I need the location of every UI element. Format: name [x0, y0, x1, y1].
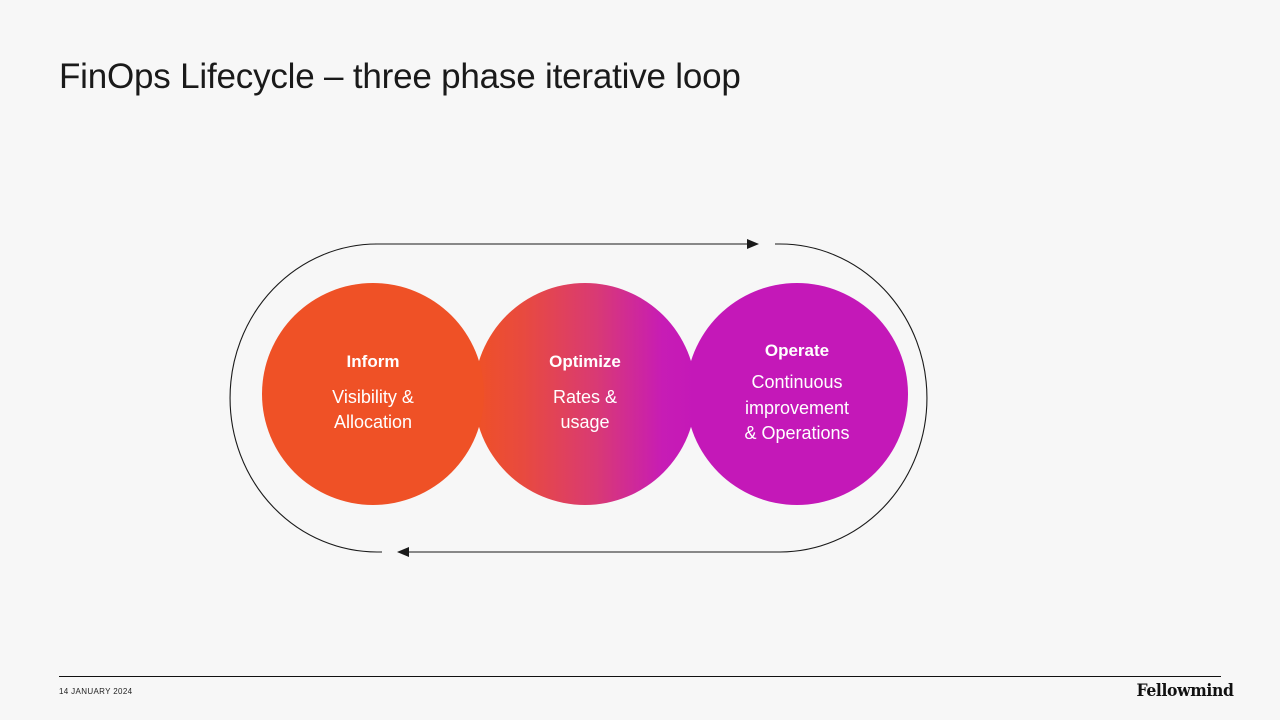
- phase-description-optimize: Rates & usage: [552, 386, 618, 433]
- phase-heading-operate: Operate: [764, 340, 830, 360]
- phase-heading-optimize: Optimize: [549, 352, 621, 372]
- cycle-loop-graphic: [229, 239, 928, 557]
- phase-circle-operate[interactable]: Operate Continuous improvement & Operati…: [686, 283, 908, 505]
- phase-circle-inform[interactable]: Inform Visibility & Allocation: [262, 283, 484, 505]
- page-title: FinOps Lifecycle – three phase iterative…: [59, 57, 741, 96]
- phase-circles: Operate Continuous improvement & Operati…: [200, 215, 960, 585]
- phase-description-inform: Visibility & Allocation: [332, 386, 414, 433]
- phase-description-operate: Continuous improvement & Operations: [744, 372, 850, 444]
- loop-bottom-arrow: [396, 243, 928, 557]
- finops-lifecycle-diagram: Operate Continuous improvement & Operati…: [200, 215, 960, 585]
- loop-left-cap: [229, 243, 382, 553]
- footer-divider: [59, 676, 1221, 677]
- footer-date: 14 JANUARY 2024: [59, 687, 133, 696]
- phase-heading-inform: Inform: [346, 352, 400, 372]
- brand-logo: Fellowmind: [1136, 681, 1234, 701]
- phase-circle-optimize[interactable]: Optimize Rates & usage: [474, 283, 696, 505]
